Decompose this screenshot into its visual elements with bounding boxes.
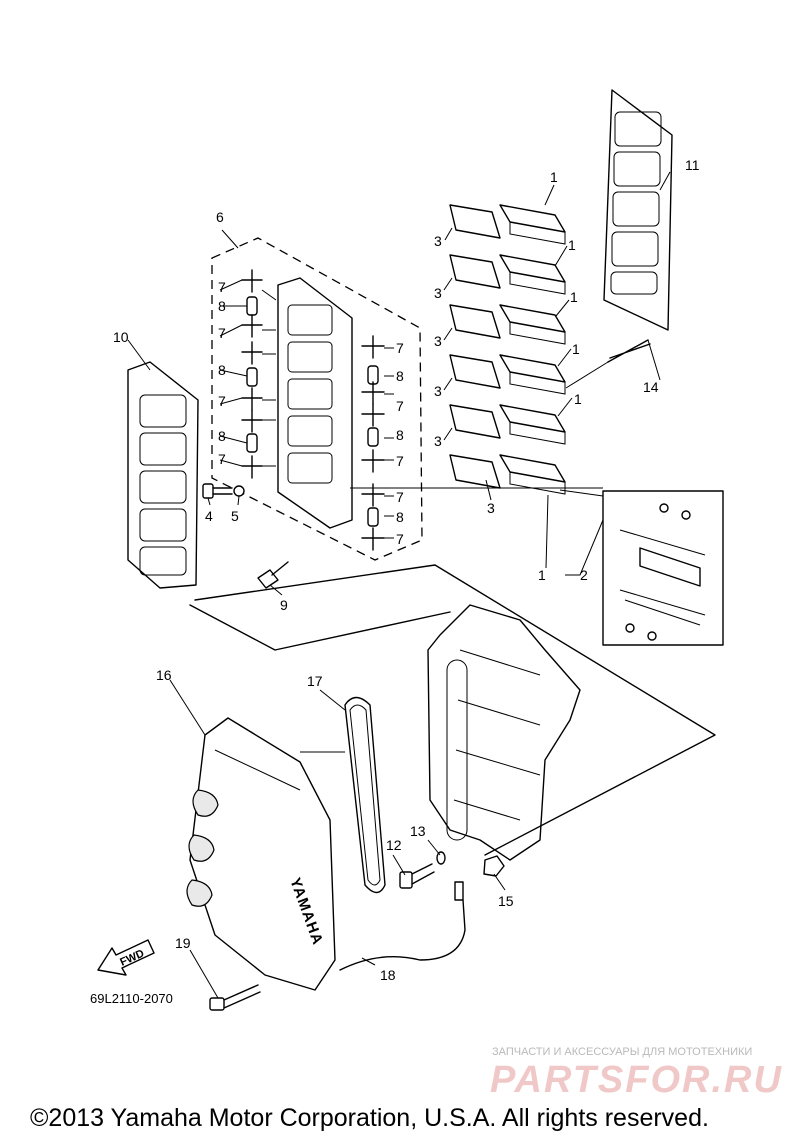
callout-1d: 1	[572, 341, 580, 357]
reed-valves	[499, 204, 566, 495]
callout-3d: 3	[434, 383, 442, 399]
callout-7d: 7	[218, 451, 226, 467]
leader-lines	[127, 171, 671, 999]
callout-8a: 8	[218, 298, 226, 314]
nut-15	[483, 855, 505, 877]
gasket-10	[127, 361, 199, 589]
callout-7a: 7	[218, 279, 226, 295]
callout-13: 13	[410, 823, 426, 839]
callout-14: 14	[643, 379, 659, 395]
callout-18: 18	[380, 967, 396, 983]
callout-6: 6	[216, 209, 224, 225]
callout-1a: 1	[550, 169, 558, 185]
callout-3b: 3	[434, 285, 442, 301]
bolt-9	[257, 561, 289, 589]
assembly-plane	[194, 564, 716, 856]
callout-7e: 7	[396, 340, 404, 356]
watermark-tagline: ЗАПЧАСТИ И АКСЕССУАРЫ ДЛЯ МОТОТЕХНИКИ	[492, 1046, 752, 1058]
callout-1f: 1	[538, 567, 546, 583]
callout-16: 16	[156, 667, 172, 683]
hose-18	[339, 899, 466, 971]
callout-7h: 7	[396, 489, 404, 505]
fwd-arrow: FWD	[97, 939, 155, 976]
callout-12: 12	[386, 837, 402, 853]
copyright-text: ©2013 Yamaha Motor Corporation, U.S.A. A…	[30, 1104, 709, 1132]
washer-13	[436, 851, 446, 865]
callout-4: 4	[205, 508, 213, 524]
callout-8f: 8	[396, 509, 404, 525]
callout-5: 5	[231, 508, 239, 524]
callout-19: 19	[175, 935, 191, 951]
bolt-19	[209, 984, 261, 1011]
callout-8e: 8	[396, 427, 404, 443]
fittings-left	[241, 269, 263, 479]
callout-15: 15	[498, 893, 514, 909]
callout-3c: 3	[434, 333, 442, 349]
callouts: 6 11 1 1 1 1 1 3 3 3 3 3 3 1 2 14 10 7 8…	[113, 157, 700, 983]
callout-1e: 1	[574, 391, 582, 407]
callout-7f: 7	[396, 398, 404, 414]
callout-7i: 7	[396, 531, 404, 547]
reed-detail-inset	[602, 490, 724, 646]
stud-bolt-14	[607, 339, 651, 363]
reed-gaskets	[449, 204, 501, 489]
washer-5	[233, 485, 245, 497]
callout-3a: 3	[434, 233, 442, 249]
cylinder-block	[427, 604, 581, 861]
callout-8d: 8	[396, 368, 404, 384]
callout-10: 10	[113, 329, 129, 345]
gasket-11	[603, 89, 673, 331]
callout-1b: 1	[568, 237, 576, 253]
callout-7g: 7	[396, 453, 404, 469]
callout-9: 9	[280, 597, 288, 613]
callout-7b: 7	[218, 325, 226, 341]
callout-3e: 3	[434, 433, 442, 449]
callout-7c: 7	[218, 393, 226, 409]
callout-17: 17	[307, 673, 323, 689]
dowel-pin	[454, 881, 464, 901]
callout-11: 11	[685, 157, 700, 173]
callout-8b: 8	[218, 362, 226, 378]
group-outline-6	[211, 237, 423, 561]
callout-3f: 3	[487, 500, 495, 516]
seal-ring-17	[344, 696, 386, 894]
diagram-code: 69L2110-2070	[90, 991, 173, 1006]
callout-1c: 1	[570, 289, 578, 305]
watermark-logo: PARTSFOR.RU	[490, 1059, 783, 1101]
callout-2: 2	[580, 567, 588, 583]
bolt-12	[399, 863, 435, 889]
callout-8c: 8	[218, 428, 226, 444]
fittings-right	[361, 335, 385, 551]
intake-cover-16: YAMAHA	[186, 717, 336, 991]
reed-valve-plate	[277, 277, 353, 529]
fwd-label: FWD	[118, 948, 146, 969]
